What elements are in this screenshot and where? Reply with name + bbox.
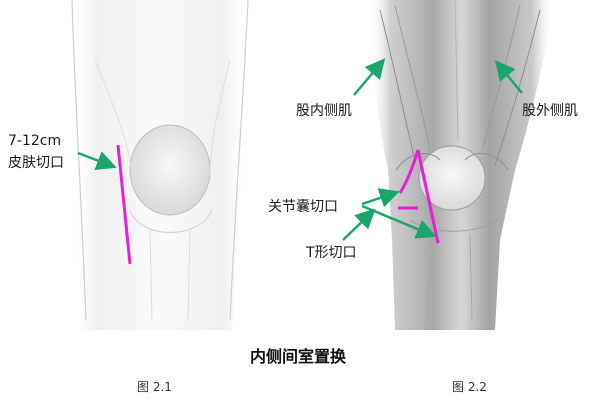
- figure-title: 内侧间室置换: [0, 343, 596, 367]
- right-knee-drawing: [368, 0, 555, 330]
- t-incision-label: T形切口: [306, 244, 357, 262]
- caption-figure-2-1: 图 2.1: [137, 378, 172, 395]
- incision-length-label: 7-12cm: [8, 132, 61, 150]
- vastus-medialis-label: 股内侧肌: [296, 102, 352, 120]
- skin-incision-label: 皮肤切口: [8, 154, 64, 172]
- left-knee-drawing: [70, 0, 250, 330]
- capsule-incision-label: 关节囊切口: [268, 198, 338, 216]
- green-arrow-icon: [343, 212, 372, 240]
- caption-figure-2-2: 图 2.2: [452, 378, 487, 395]
- vastus-lateralis-label: 股外侧肌: [522, 102, 578, 120]
